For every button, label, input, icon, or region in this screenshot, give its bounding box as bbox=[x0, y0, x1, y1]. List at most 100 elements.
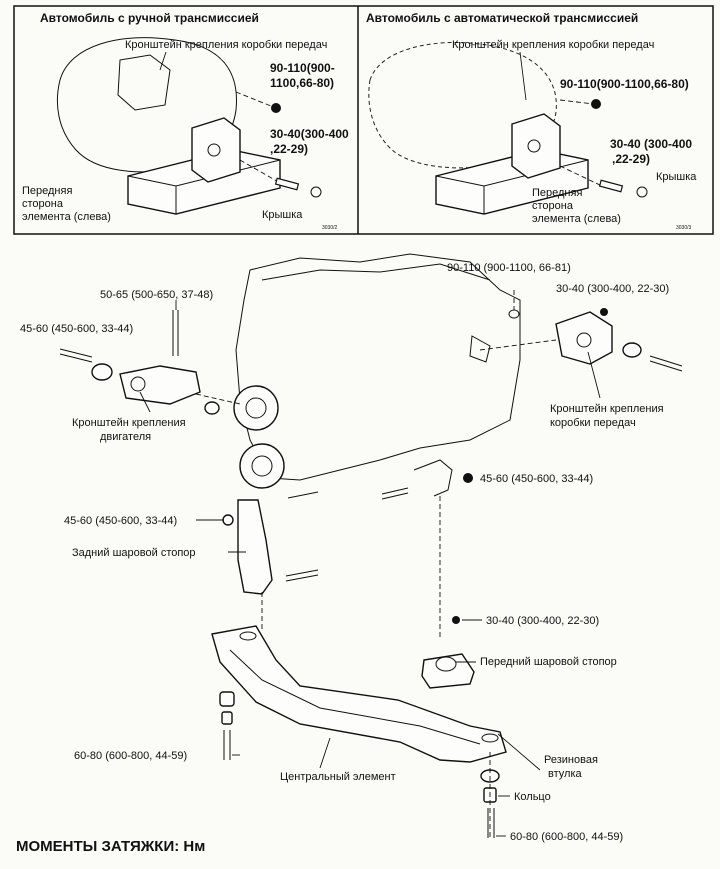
leader-rubber bbox=[497, 733, 541, 771]
label-engine-bracket-2: двигателя bbox=[100, 431, 151, 443]
label-gearbox-bracket-1: Кронштейн крепления bbox=[550, 403, 664, 415]
label-front-mount: Передний шаровой стопор bbox=[480, 656, 617, 668]
manual-bolt-axis bbox=[239, 159, 283, 185]
automatic-nut-axis bbox=[559, 99, 595, 105]
automatic-torque-big: 90-110(900-1100,66-80) bbox=[560, 77, 689, 91]
gearbox-mount-tab bbox=[469, 335, 491, 363]
manual-member-edges bbox=[127, 159, 281, 214]
front-mount-top-nut-icon bbox=[452, 616, 460, 624]
manual-cover-icon bbox=[310, 186, 322, 198]
automatic-torque-small-2: ,22-29) bbox=[612, 152, 650, 166]
label-ring: Кольцо bbox=[514, 791, 551, 803]
gearbox-bolt-icon-edge bbox=[649, 360, 683, 372]
torque-footer-title: МОМЕНТЫ ЗАТЯЖКИ: Нм bbox=[16, 838, 205, 855]
gearbox-bracket bbox=[555, 311, 613, 365]
front-bolt-icon bbox=[381, 487, 409, 495]
automatic-bracket-leader bbox=[519, 51, 527, 101]
left-washer-icon bbox=[91, 363, 113, 381]
center-member bbox=[211, 625, 507, 763]
label-engine-bracket-1: Кронштейн крепления bbox=[72, 417, 186, 429]
rear-mount-body bbox=[237, 499, 273, 595]
manual-bracket-label: Кронштейн крепления коробки передач bbox=[125, 39, 327, 51]
manual-code: 3030/2 bbox=[322, 225, 338, 231]
automatic-cover-label: Крышка bbox=[656, 171, 697, 183]
label-45-60-mid: 45-60 (450-600, 33-44) bbox=[64, 515, 177, 527]
label-60-80-left: 60-80 (600-800, 44-59) bbox=[74, 750, 187, 762]
automatic-inset-title: Автомобиль с автоматической трансмиссией bbox=[366, 11, 638, 25]
manual-bracket-hole bbox=[207, 143, 221, 157]
manual-nut-axis bbox=[235, 91, 277, 109]
label-rubber-2: втулка bbox=[548, 768, 582, 780]
lower-pulley-hub bbox=[251, 455, 273, 477]
manual-bracket-shape bbox=[117, 54, 171, 111]
left-bolt-icon-edge bbox=[59, 348, 93, 358]
engine-bracket bbox=[119, 365, 201, 405]
rear-mount-bolt-icon bbox=[285, 569, 319, 577]
engine-block-outline bbox=[235, 253, 521, 481]
front-mount-cushion bbox=[435, 656, 457, 672]
automatic-bolt-icon bbox=[598, 179, 624, 193]
automatic-front-side-1: Передняя bbox=[532, 187, 582, 199]
engine-bracket-nut-icon bbox=[204, 401, 220, 415]
manual-front-side-2: сторона bbox=[22, 198, 64, 210]
label-45-60-right: 45-60 (450-600, 33-44) bbox=[480, 473, 593, 485]
engine-bracket-axis bbox=[195, 393, 241, 405]
automatic-mount-bracket bbox=[511, 113, 561, 179]
label-50-65: 50-65 (500-650, 37-48) bbox=[100, 289, 213, 301]
lower-pulley-icon bbox=[239, 443, 285, 489]
automatic-torque-small-1: 30-40 (300-400 bbox=[610, 137, 692, 151]
automatic-code: 3030/3 bbox=[676, 225, 692, 231]
upper-pulley-hub bbox=[245, 397, 267, 419]
left-lower-bushing bbox=[221, 711, 233, 725]
manual-bolt-icon bbox=[274, 177, 300, 191]
label-center-member: Центральный элемент bbox=[280, 771, 396, 783]
manual-torque-big-2: 1100,66-80) bbox=[270, 76, 334, 90]
manual-nut-icon bbox=[271, 103, 281, 113]
manual-torque-big-1: 90-110(900- bbox=[270, 61, 335, 75]
engine-block-edge bbox=[261, 263, 491, 281]
rear-mount-nut-icon bbox=[222, 514, 234, 526]
label-30-40-top: 30-40 (300-400, 22-30) bbox=[556, 283, 669, 295]
gearbox-washer-icon bbox=[622, 342, 642, 358]
manual-cover-label: Крышка bbox=[262, 209, 303, 221]
manual-bracket-leader bbox=[159, 51, 167, 71]
main-view: 90-110 (900-1100, 66-81) 30-40 (300-400,… bbox=[20, 253, 683, 843]
automatic-front-side-2: сторона bbox=[532, 200, 574, 212]
label-90-110: 90-110 (900-1100, 66-81) bbox=[447, 262, 571, 274]
leader-engine-bracket bbox=[139, 391, 151, 413]
rear-mount-bolt-icon-edge bbox=[285, 574, 319, 582]
gearbox-upper-nut-icon bbox=[508, 309, 520, 319]
label-45-60-left: 45-60 (450-600, 33-44) bbox=[20, 323, 133, 335]
gearbox-top-nut-icon bbox=[600, 308, 608, 316]
engine-bracket-hole bbox=[130, 376, 146, 392]
front-bolt-icon-edge bbox=[381, 492, 409, 500]
leader-gearbox-bracket bbox=[587, 351, 601, 399]
manual-torque-small-1: 30-40(300-400 bbox=[270, 127, 349, 141]
center-member-right-hole bbox=[481, 733, 499, 743]
label-rubber-1: Резиновая bbox=[544, 754, 598, 766]
left-upper-bushing bbox=[219, 691, 235, 707]
upper-pulley-icon bbox=[233, 385, 279, 431]
manual-torque-small-2: ,22-29) bbox=[270, 142, 308, 156]
center-member-ridge bbox=[229, 649, 481, 745]
automatic-cover-icon bbox=[636, 186, 648, 198]
manual-front-side-1: Передняя bbox=[22, 185, 72, 197]
label-rear-mount: Задний шаровой стопор bbox=[72, 547, 196, 559]
manual-front-side-3: элемента (слева) bbox=[22, 211, 111, 223]
manual-inset-title: Автомобиль с ручной трансмиссией bbox=[40, 11, 259, 25]
label-gearbox-bracket-2: коробки передач bbox=[550, 417, 636, 429]
automatic-inset: Автомобиль с автоматической трансмиссией… bbox=[366, 11, 697, 231]
gearbox-bolt-icon bbox=[649, 355, 683, 367]
label-60-80-right: 60-80 (600-800, 44-59) bbox=[510, 831, 623, 843]
inset-frame bbox=[13, 5, 714, 235]
front-arm-nut-icon bbox=[463, 473, 473, 483]
automatic-front-side-3: элемента (слева) bbox=[532, 213, 621, 225]
leader-center-member bbox=[319, 737, 331, 769]
label-30-40-bottom: 30-40 (300-400, 22-30) bbox=[486, 615, 599, 627]
front-mount-arm bbox=[413, 459, 453, 497]
left-bolt-icon bbox=[59, 353, 93, 363]
center-member-left-hole bbox=[239, 631, 257, 641]
gearbox-bracket-hole bbox=[576, 332, 592, 348]
